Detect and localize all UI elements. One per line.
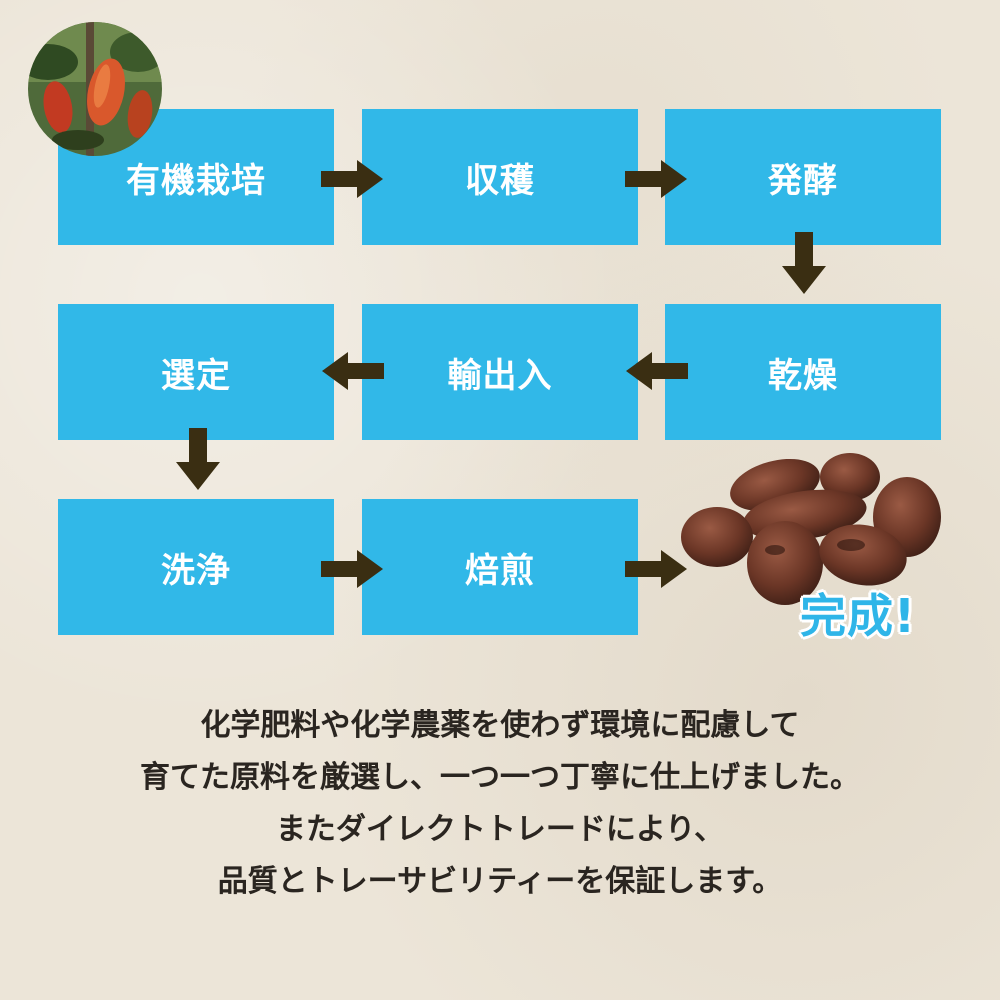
step-selection: 選定 — [58, 304, 334, 440]
step-fermentation: 発酵 — [665, 109, 941, 245]
step-label: 有機栽培 — [126, 160, 266, 201]
completion-label: 完成! — [800, 589, 916, 643]
arrow-right-icon — [321, 160, 383, 198]
step-label: 選定 — [161, 355, 231, 396]
arrow-down-icon — [176, 428, 220, 490]
step-label: 輸出入 — [447, 355, 553, 396]
step-label: 洗浄 — [161, 550, 231, 591]
caption-line: 化学肥料や化学農薬を使わず環境に配慮して — [200, 708, 800, 743]
arrow-right-icon — [321, 550, 383, 588]
step-label: 乾燥 — [768, 355, 838, 396]
step-roasting: 焙煎 — [362, 499, 638, 635]
arrow-left-icon — [322, 352, 384, 390]
cacao-beans-photo — [675, 445, 975, 625]
caption-line: またダイレクトトレードにより、 — [275, 812, 725, 847]
description-text: 化学肥料や化学農薬を使わず環境に配慮して 育てた原料を厳選し、一つ一つ丁寧に仕上… — [60, 700, 940, 908]
step-harvest: 収穫 — [362, 109, 638, 245]
step-import: 輸出入 — [362, 304, 638, 440]
step-label: 焙煎 — [465, 550, 535, 591]
arrow-left-icon — [626, 352, 688, 390]
cacao-pod-photo — [28, 22, 162, 156]
step-washing: 洗浄 — [58, 499, 334, 635]
arrow-right-icon — [625, 550, 687, 588]
arrow-right-icon — [625, 160, 687, 198]
step-drying: 乾燥 — [665, 304, 941, 440]
step-label: 収穫 — [465, 160, 535, 201]
caption-line: 品質とトレーサビリティーを保証します。 — [217, 864, 783, 899]
caption-line: 育てた原料を厳選し、一つ一つ丁寧に仕上げました。 — [140, 760, 860, 795]
step-label: 発酵 — [768, 160, 838, 201]
arrow-down-icon — [782, 232, 826, 294]
